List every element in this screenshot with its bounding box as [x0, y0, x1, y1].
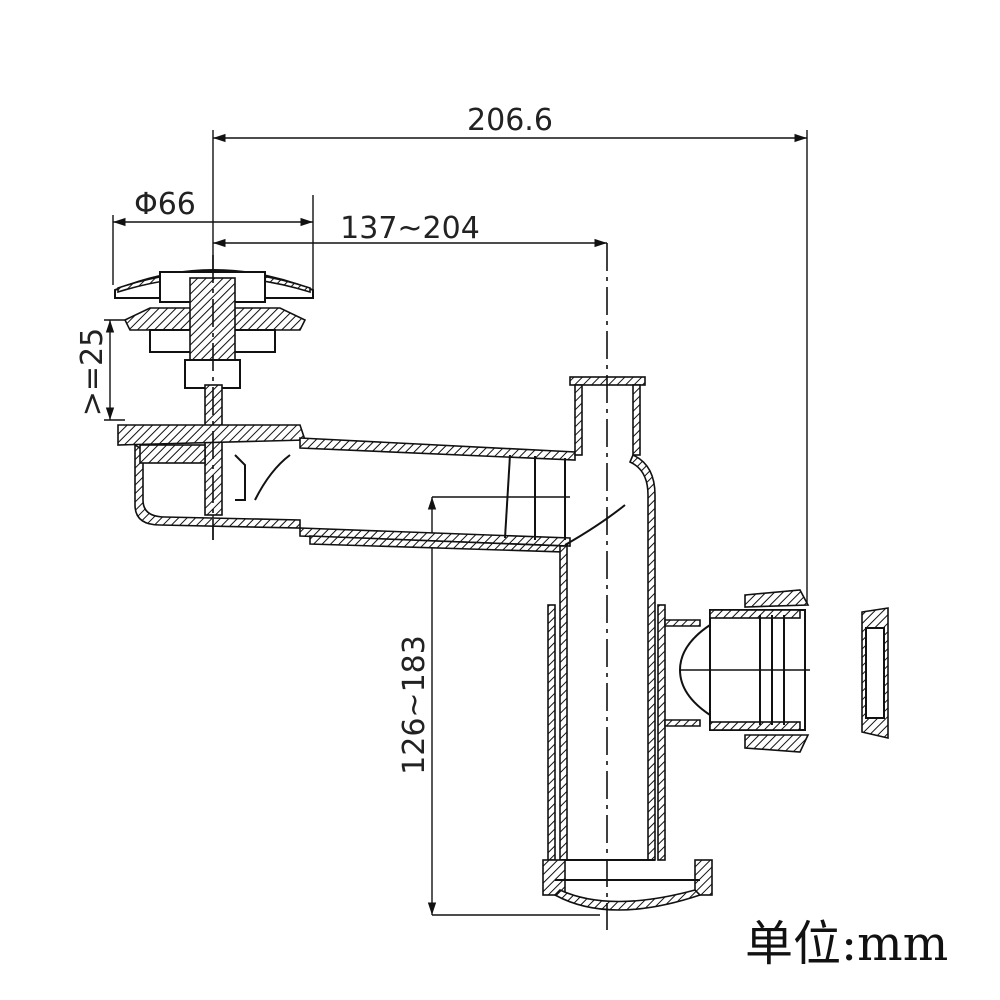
dimension-cap-diameter: Φ66: [112, 187, 314, 290]
dimension-label-min-gap: >=25: [75, 328, 110, 416]
horizontal-arm: [299, 437, 626, 553]
dimension-label-overall-width: 206.6: [467, 103, 553, 138]
outlet-nut: [678, 589, 810, 753]
unit-label: 单位:mm: [745, 916, 948, 972]
dimension-min-gap: >=25: [75, 319, 130, 421]
popup-cap: [114, 269, 314, 516]
dimension-overall-width: 206.6: [212, 103, 808, 605]
outlet-washer: [861, 607, 889, 740]
basin-waste-body: [117, 424, 307, 529]
dimension-horizontal-adjust: 137~204: [213, 211, 607, 248]
bottle-trap-cup: [542, 604, 713, 911]
dimension-vertical-adjust: 126~183: [397, 496, 600, 916]
dimension-label-horizontal-adjust: 137~204: [340, 211, 480, 246]
dimension-label-vertical-adjust: 126~183: [397, 635, 432, 775]
dimension-label-cap-diameter: Φ66: [134, 187, 196, 222]
